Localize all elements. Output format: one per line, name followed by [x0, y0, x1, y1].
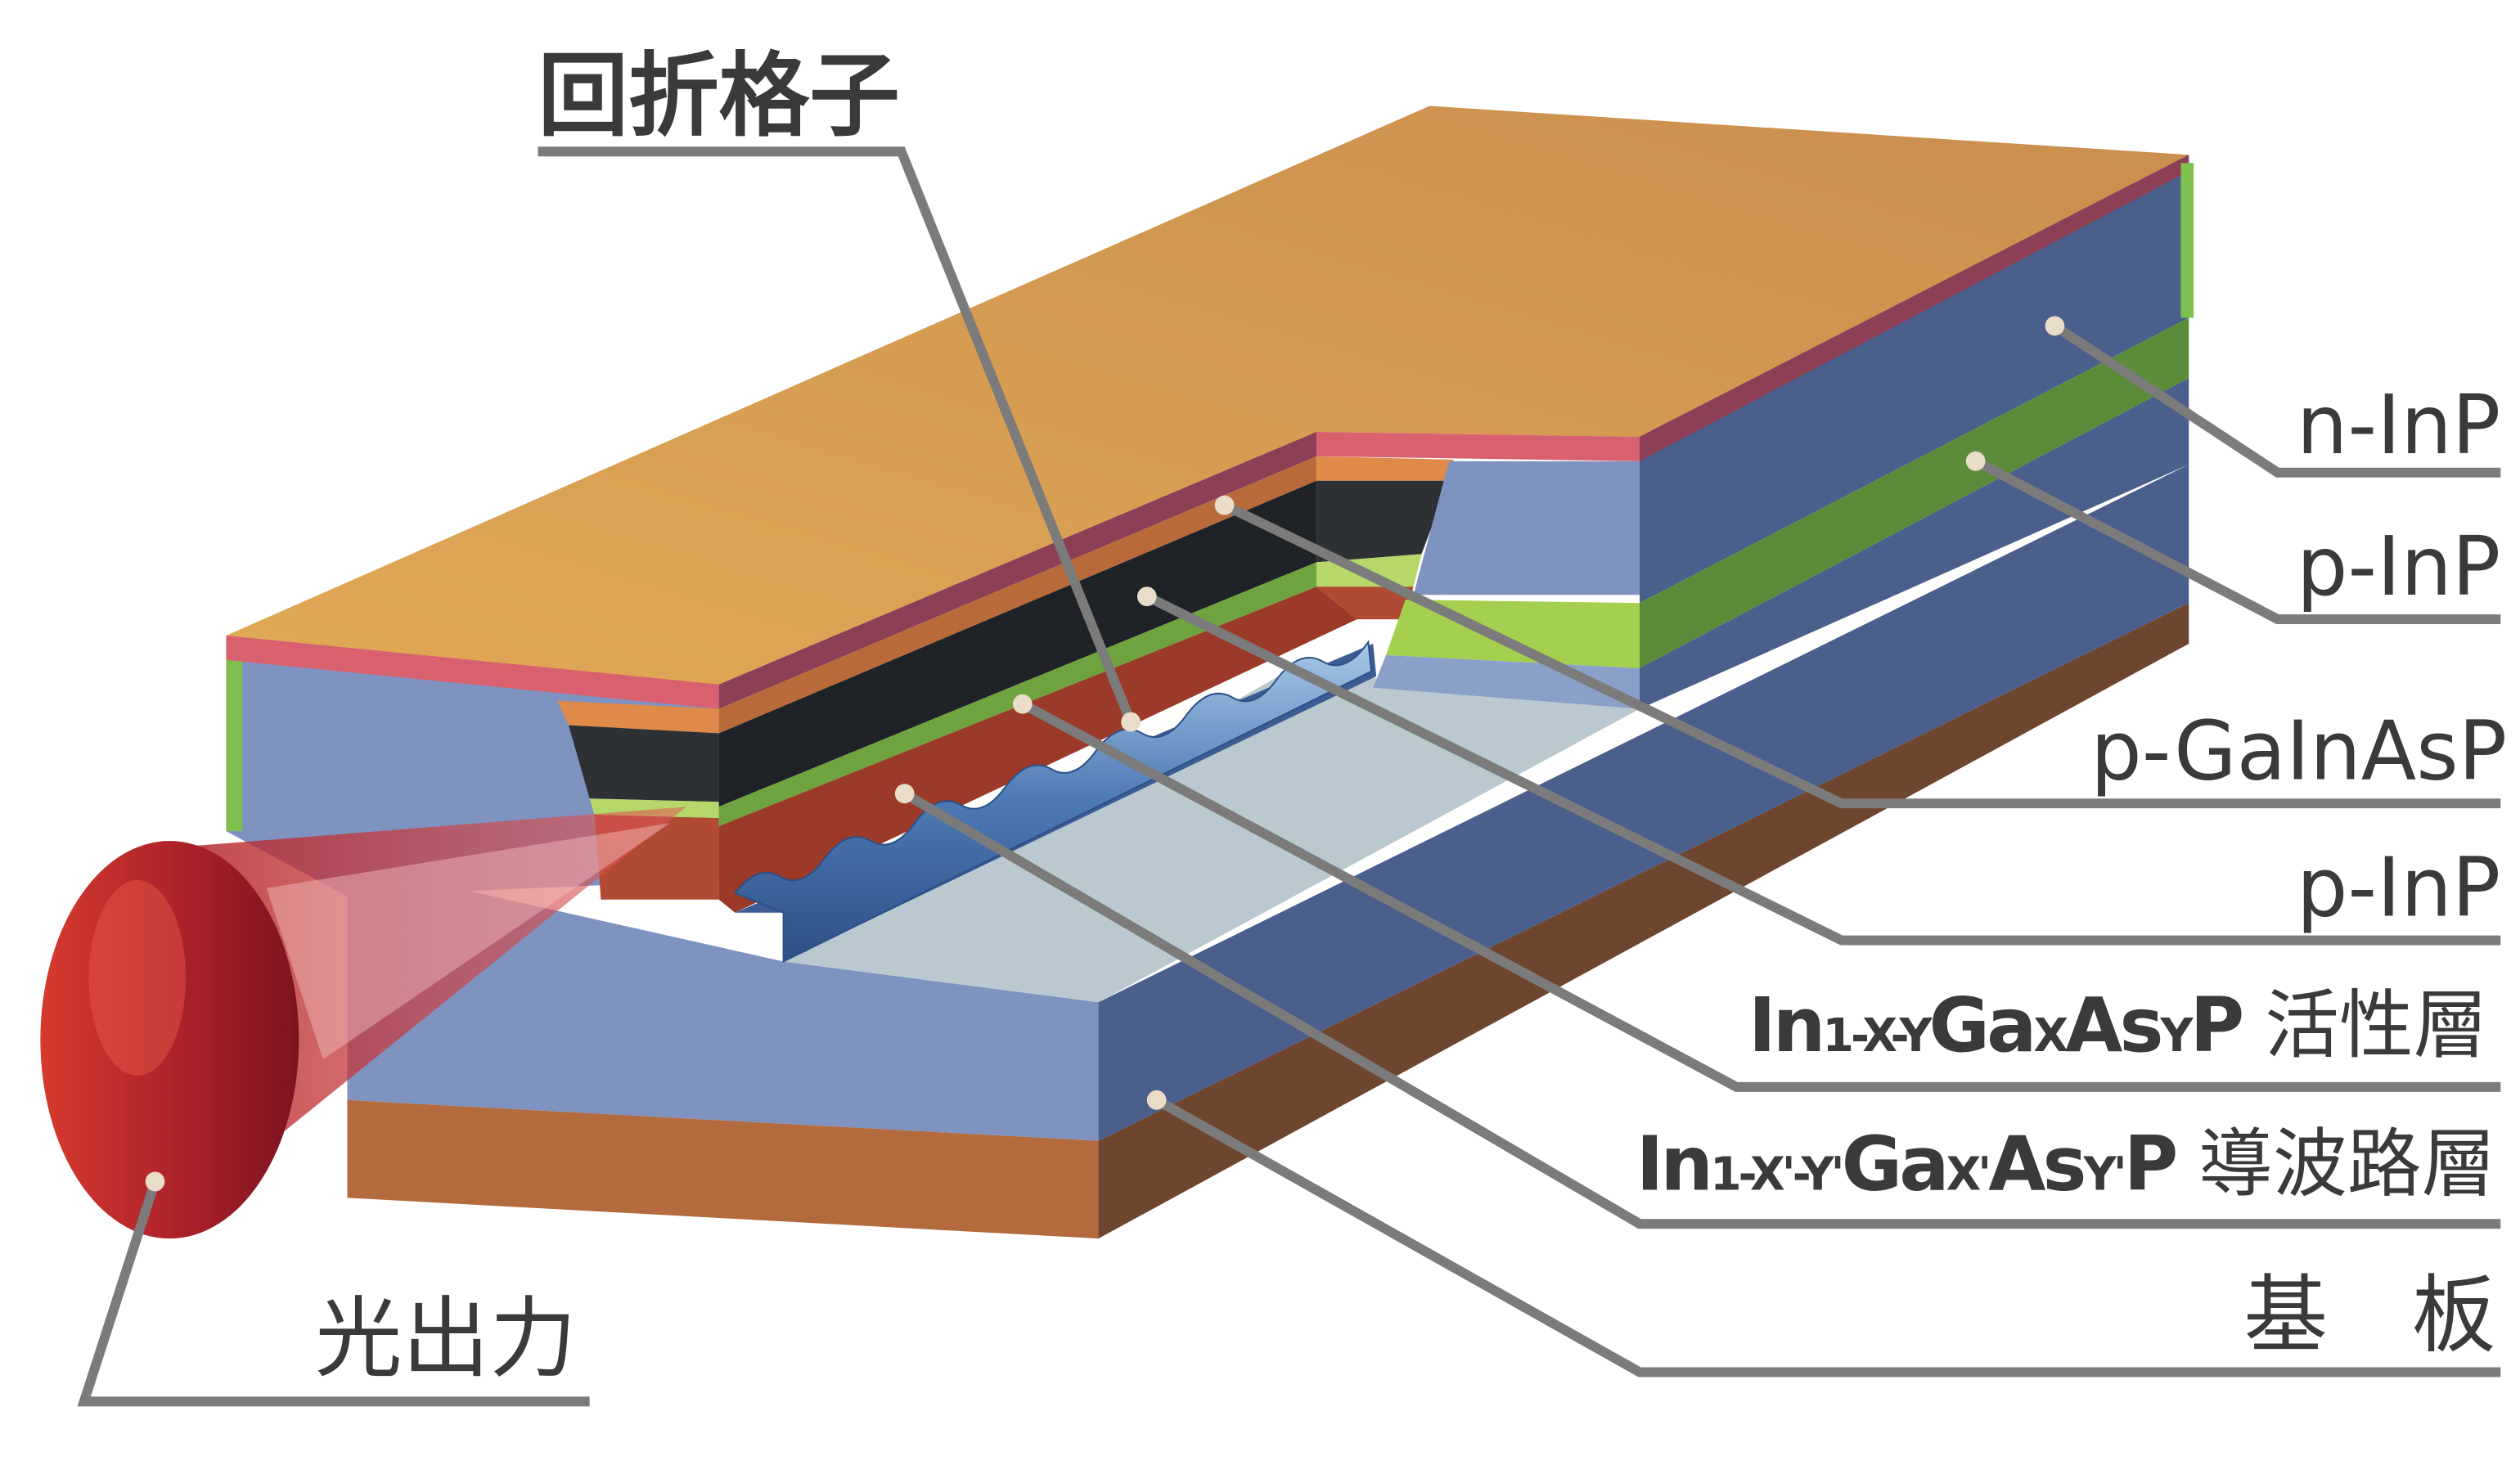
ridge-pink-strip: [718, 431, 1317, 709]
leader-grating: [538, 146, 1136, 724]
leader-lines: [77, 146, 2501, 1407]
lower-inp-right-face: [1098, 464, 2189, 1141]
grating-corrugation: [733, 640, 1373, 964]
label-n-inp: n-InP: [2297, 378, 2500, 473]
right-green-edge: [2180, 163, 2194, 318]
pink-cap-left: [226, 636, 719, 709]
dot-p-inp-bottom: [1136, 586, 1157, 607]
marker-dots: [145, 316, 2065, 1192]
right-inp-side-top: [1639, 155, 2189, 604]
label-light-output: 光出力: [315, 1288, 577, 1391]
label-substrate: 基 板: [2243, 1266, 2495, 1365]
dot-p-inp-top: [1965, 451, 1986, 471]
dot-active: [1012, 694, 1033, 714]
label-p-inp-top: p-InP: [2297, 520, 2500, 615]
dot-substrate: [1146, 1090, 1167, 1110]
leader-n-inp: [2052, 321, 2501, 478]
lower-inp-front-face: [347, 863, 1099, 1141]
beam-end-highlight: [88, 879, 187, 1076]
substrate-right-face: [1098, 603, 2189, 1239]
trench-pink: [1316, 431, 1640, 461]
label-active-layer: In1-X-YGaXAsYP 活性層: [1748, 982, 2488, 1069]
light-output-beam[interactable]: [40, 807, 687, 1239]
dot-p-gainasp: [1214, 495, 1235, 515]
right-inp-side-bottom: [1639, 378, 2189, 709]
ridge-black-layer: [718, 480, 1317, 807]
label-p-inp-bottom: p-InP: [2297, 841, 2500, 936]
dot-waveguide: [894, 784, 915, 804]
leader-p-gainasp: [1222, 501, 2501, 809]
dot-grating: [1121, 712, 1141, 732]
groove-orange: [557, 700, 719, 734]
leader-p-inp-top: [1973, 456, 2501, 625]
labels: 回折格子 n-InP p-InP p-GaInAsP p-InP In1-X-Y…: [315, 43, 2507, 1391]
diffraction-grating: [733, 640, 1377, 964]
label-waveguide-layer: In1-X'-Y'GaX'AsY'P 導波路層: [1636, 1120, 2496, 1207]
trench-red: [1316, 586, 1414, 620]
trench-orange: [1316, 456, 1454, 481]
right-inner-block: [1316, 155, 2194, 709]
exposed-ledge: [783, 667, 1640, 1003]
substrate-block: [347, 464, 2189, 1239]
ridge-red-layer: [718, 586, 1357, 913]
ridge-layer-stack: [718, 431, 1357, 913]
beam-cone: [174, 807, 687, 1133]
left-green-edge: [226, 659, 243, 832]
trench-black: [1316, 480, 1449, 563]
beam-cone-highlight: [266, 823, 671, 1059]
dot-light-output: [145, 1171, 165, 1192]
leader-light-output: [77, 1180, 590, 1407]
top-surface: [226, 106, 2189, 693]
leader-waveguide: [902, 789, 2501, 1229]
leader-p-inp-bottom: [1145, 591, 2501, 946]
label-grating: 回折格子: [538, 43, 899, 150]
substrate-front-face: [347, 1099, 1099, 1239]
ridge-green-layer: [718, 562, 1317, 827]
right-pink-side: [1639, 155, 2189, 461]
right-inp-front: [1413, 461, 1640, 595]
leader-substrate: [1154, 1095, 2501, 1377]
leader-active: [1019, 699, 2501, 1092]
ridge-orange-strip: [718, 456, 1317, 734]
right-green-side: [1639, 317, 2189, 668]
dot-n-inp: [2045, 316, 2065, 336]
beam-end-ellipse: [40, 841, 299, 1239]
label-p-gainasp: p-GaInAsP: [2090, 704, 2507, 799]
groove-black: [568, 725, 719, 802]
